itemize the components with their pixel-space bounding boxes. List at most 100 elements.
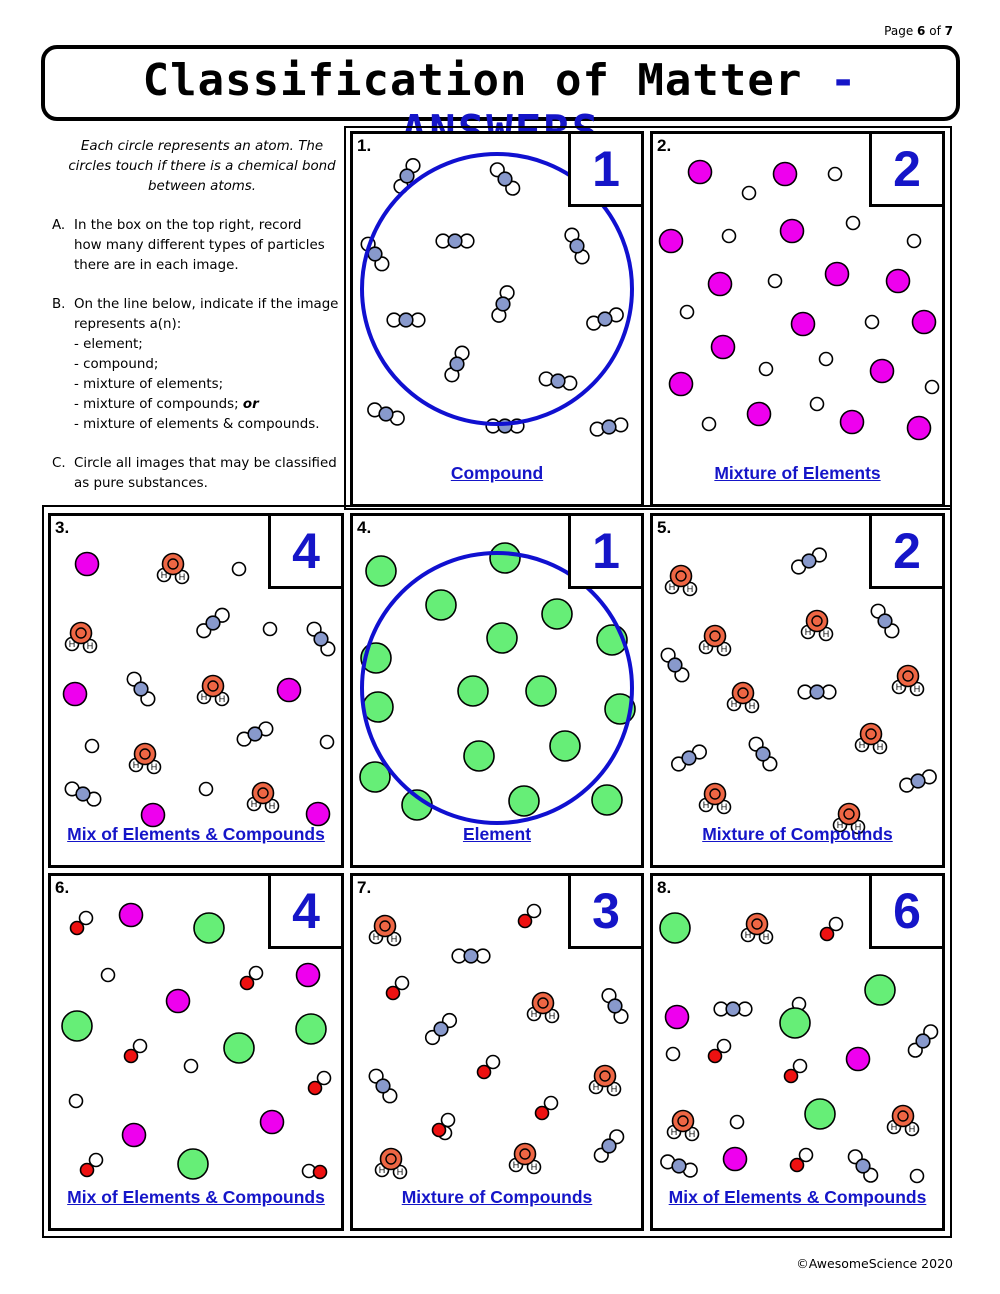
- oxygen-ring: [902, 670, 914, 682]
- atom-label: H: [669, 582, 676, 592]
- blue-gray-atom: [497, 171, 513, 187]
- particle-count-box: 1: [568, 516, 641, 589]
- atom-label: H: [391, 934, 398, 944]
- white-atom: [767, 273, 783, 289]
- oxygen-ring: [897, 1110, 909, 1122]
- white-atom: [798, 1147, 814, 1163]
- atom-label: H: [745, 930, 752, 940]
- blue-gray-atom: [801, 553, 817, 569]
- blue-gray-atom: [601, 1138, 617, 1154]
- oxygen-atom: [731, 681, 755, 705]
- magenta-atom: [687, 159, 713, 185]
- white-atom: [906, 233, 922, 249]
- magenta-atom: [722, 1146, 748, 1172]
- particle-count-box: 4: [268, 876, 341, 949]
- instructions: Each circle represents an atom. The circ…: [52, 137, 342, 513]
- white-atom: [319, 734, 335, 750]
- magenta-atom: [710, 334, 736, 360]
- red-atom: [431, 1122, 447, 1138]
- red-atom: [307, 1080, 323, 1096]
- magenta-atom: [845, 1046, 871, 1072]
- blue-gray-atom: [601, 419, 617, 435]
- green-atom: [223, 1032, 255, 1064]
- atom-label: H: [703, 800, 710, 810]
- red-atom: [783, 1068, 799, 1084]
- magenta-atom: [885, 268, 911, 294]
- oxygen-ring: [537, 997, 549, 1009]
- oxygen-ring: [599, 1070, 611, 1082]
- pure-substance-circle: [360, 551, 634, 825]
- top-frame: [344, 126, 952, 510]
- atom-label: H: [69, 639, 76, 649]
- white-atom: [100, 967, 116, 983]
- oxygen-ring: [811, 615, 823, 627]
- blue-gray-atom: [247, 726, 263, 742]
- atom-label: H: [721, 644, 728, 654]
- green-atom: [359, 761, 391, 793]
- blue-gray-atom: [597, 311, 613, 327]
- white-atom: [665, 1046, 681, 1062]
- instruction-c: C. Circle all images that may be classif…: [52, 456, 337, 491]
- white-atom: [828, 916, 844, 932]
- red-atom: [312, 1164, 328, 1180]
- cell-number: 5.: [657, 518, 672, 537]
- blue-gray-atom: [367, 246, 383, 262]
- particle-count: 3: [592, 883, 620, 939]
- atom-label: H: [731, 699, 738, 709]
- atom-label: H: [837, 820, 844, 830]
- magenta-atom: [839, 409, 865, 435]
- blue-gray-atom: [463, 948, 479, 964]
- white-atom: [316, 1070, 332, 1086]
- magenta-atom: [658, 228, 684, 254]
- white-atom: [440, 1112, 456, 1128]
- white-atom: [84, 738, 100, 754]
- particle-diagram: [360, 152, 634, 437]
- pure-substance-circle: [360, 152, 634, 426]
- white-atom: [845, 215, 861, 231]
- oxygen-atom: [703, 624, 727, 648]
- oxygen-atom: [201, 674, 225, 698]
- white-atom: [262, 621, 278, 637]
- blue-gray-atom: [433, 1021, 449, 1037]
- blue-gray-atom: [497, 418, 513, 434]
- white-atom: [248, 965, 264, 981]
- particle-count: 2: [893, 523, 921, 579]
- atom-label: H: [397, 1167, 404, 1177]
- cell-number: 4.: [357, 518, 372, 537]
- red-atom: [534, 1105, 550, 1121]
- atom-label: H: [549, 1011, 556, 1021]
- cell-number: 1.: [357, 136, 372, 155]
- particle-count: 1: [592, 523, 620, 579]
- oxygen-atom: [805, 609, 829, 633]
- atom-label: H: [749, 701, 756, 711]
- blue-gray-atom: [681, 750, 697, 766]
- green-atom: [457, 675, 489, 707]
- white-atom: [701, 416, 717, 432]
- classification-answer: Mix of Elements & Compounds: [67, 824, 325, 844]
- atom-label: H: [611, 1084, 618, 1094]
- atom-label: H: [593, 1082, 600, 1092]
- white-atom: [543, 1095, 559, 1111]
- atom-label: H: [179, 572, 186, 582]
- atom-label: H: [671, 1127, 678, 1137]
- red-atom: [385, 985, 401, 1001]
- oxygen-atom: [251, 781, 275, 805]
- oxygen-atom: [745, 912, 769, 936]
- white-atom: [721, 228, 737, 244]
- blue-gray-atom: [375, 1078, 391, 1094]
- cell-number: 8.: [657, 878, 672, 897]
- magenta-atom: [772, 161, 798, 187]
- green-atom: [659, 912, 691, 944]
- green-atom: [425, 589, 457, 621]
- oxygen-ring: [709, 788, 721, 800]
- oxygen-ring: [75, 627, 87, 639]
- particle-count-box: 4: [268, 516, 341, 589]
- particle-count-box: 1: [568, 134, 641, 207]
- green-atom: [779, 1007, 811, 1039]
- oxygen-ring: [843, 808, 855, 820]
- green-atom: [864, 974, 896, 1006]
- oxygen-atom: [671, 1109, 695, 1133]
